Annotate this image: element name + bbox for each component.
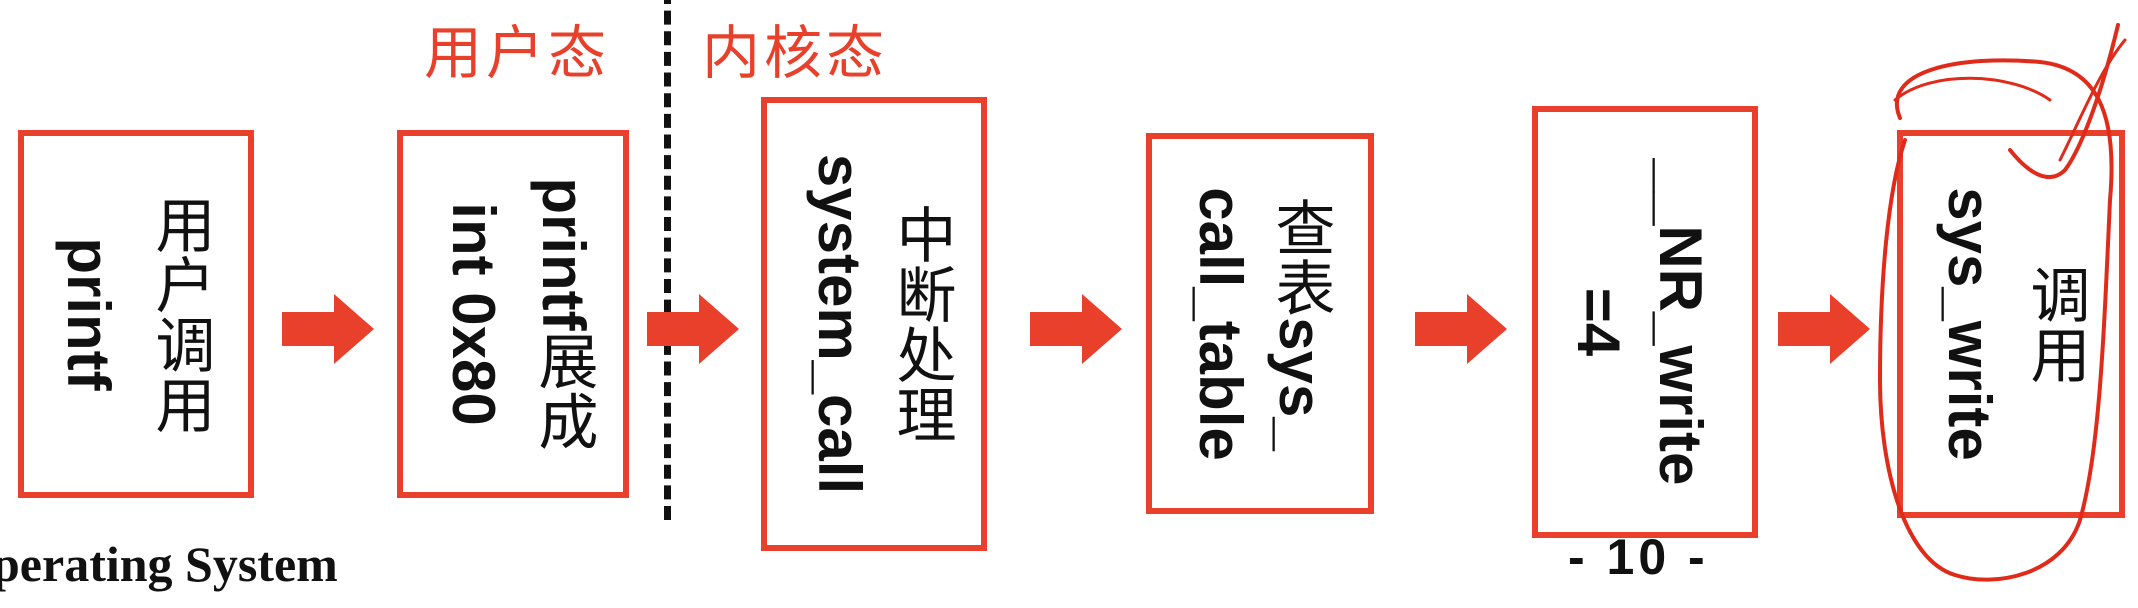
- step-1-cjk-text: 用户调用: [145, 194, 215, 434]
- user-mode-label: 用户态: [424, 19, 611, 87]
- flow-arrow-icon: [1415, 294, 1507, 364]
- step-lookup-syscall-table: 查表sys_ call_table: [1146, 133, 1374, 514]
- step-1-latin-text: printf: [55, 237, 122, 391]
- step-call-sys-write: sys_write 调用: [1897, 130, 2125, 518]
- step-2-cjk-text: 展成: [528, 330, 598, 451]
- step-system-call-interrupt: system_call 中断处理: [761, 97, 987, 551]
- flow-arrow-icon: [282, 294, 374, 364]
- step-nr-write: __NR_write =4: [1532, 106, 1758, 538]
- user-kernel-divider: [664, 0, 671, 520]
- step-user-call-printf: 用户调用 printf: [18, 130, 254, 498]
- step-3-cjk-text: 中断处理: [886, 204, 956, 444]
- step-6-latin-text: sys_write: [1936, 187, 2003, 461]
- step-5-latin-text-2: =4: [1565, 287, 1632, 357]
- kernel-mode-label: 内核态: [702, 19, 889, 87]
- flow-arrow-icon: [1030, 294, 1122, 364]
- course-footer: perating System: [0, 536, 338, 592]
- step-3-latin-text: system_call: [806, 153, 873, 495]
- step-6-cjk-text: 调用: [2020, 264, 2090, 384]
- step-4-cjk-text: 查表: [1265, 196, 1335, 317]
- step-4-latin-text: call_table: [1187, 186, 1254, 461]
- step-printf-expand-int80: printf展成 int 0x80: [397, 130, 629, 498]
- step-5-latin-text-1: __NR_write: [1647, 158, 1714, 486]
- flow-arrow-icon: [1778, 294, 1870, 364]
- flow-arrow-icon: [647, 294, 739, 364]
- step-2-latin-text-2: int 0x80: [440, 202, 507, 426]
- page-number: - 10 -: [1568, 529, 1709, 585]
- step-4-latin-suffix: sys_: [1267, 316, 1334, 451]
- step-2-latin-text-1: printf: [530, 177, 597, 331]
